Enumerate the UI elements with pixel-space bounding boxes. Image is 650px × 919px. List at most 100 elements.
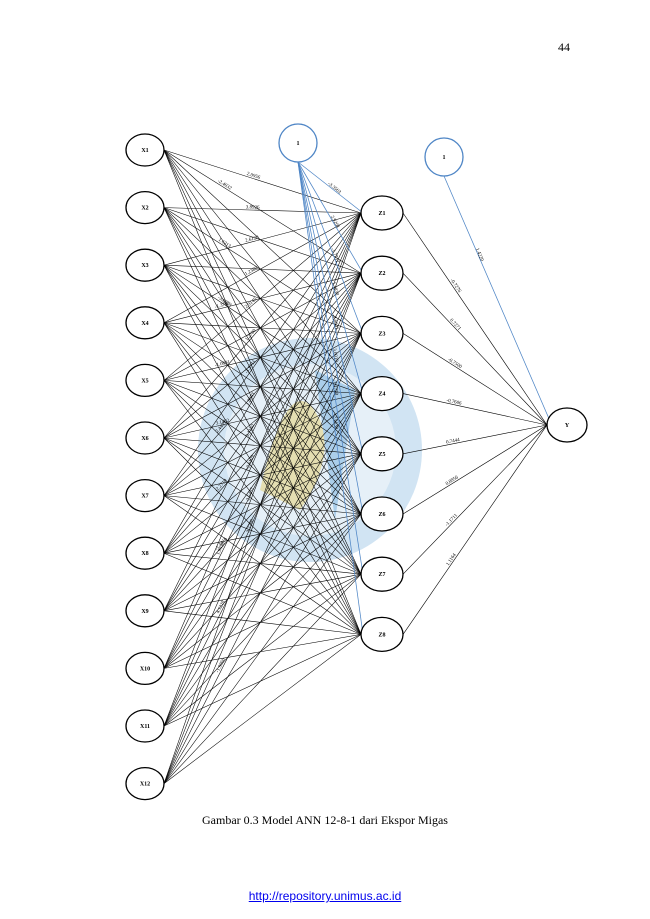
input-hidden-edge bbox=[163, 333, 362, 669]
input-hidden-edge bbox=[163, 207, 362, 454]
input-node-label: X4 bbox=[141, 321, 148, 327]
bias-hidden-node-label: 1 bbox=[297, 141, 300, 147]
hidden-node bbox=[360, 315, 404, 352]
input-weight-label: 3.8926 bbox=[246, 205, 260, 210]
bias-hidden-edge bbox=[297, 161, 364, 454]
input-weight-label: 3.1150 bbox=[246, 423, 257, 438]
input-hidden-edge bbox=[163, 265, 362, 515]
input-hidden-edge bbox=[163, 273, 362, 727]
input-node bbox=[125, 709, 165, 743]
hidden-node-label: Z8 bbox=[378, 632, 385, 638]
input-hidden-edge bbox=[163, 513, 362, 612]
input-hidden-edge bbox=[163, 212, 362, 439]
input-weight-label: 2.5402 bbox=[246, 487, 256, 502]
hidden-output-weight-label: -1.1711 bbox=[445, 513, 460, 528]
hidden-output-edge bbox=[402, 212, 548, 426]
input-hidden-edge bbox=[163, 265, 362, 575]
hidden-node bbox=[360, 496, 404, 532]
bias-hidden-edge bbox=[297, 161, 364, 214]
bias-hidden-edge bbox=[297, 161, 364, 394]
bias-weight-label: -3.3563 bbox=[326, 182, 342, 196]
input-hidden-edge bbox=[163, 322, 362, 455]
input-hidden-edge bbox=[163, 273, 362, 496]
hidden-node bbox=[360, 616, 404, 653]
bias-output-node bbox=[424, 137, 464, 177]
input-hidden-edge bbox=[163, 207, 362, 515]
input-node-label: X9 bbox=[141, 609, 148, 615]
input-hidden-edge bbox=[163, 273, 362, 554]
hidden-output-edge bbox=[402, 272, 548, 426]
hidden-node-label: Z7 bbox=[378, 572, 385, 578]
hidden-output-edge bbox=[402, 424, 548, 515]
figure-caption: Gambar 0.3 Model ANN 12-8-1 dari Ekspor … bbox=[202, 813, 448, 827]
input-hidden-edge bbox=[163, 212, 362, 669]
repository-link[interactable]: http://repository.unimus.ac.id bbox=[248, 889, 402, 903]
hidden-node-label: Z6 bbox=[378, 512, 385, 518]
bias-hidden-edge bbox=[297, 161, 364, 274]
input-hidden-edge bbox=[163, 634, 362, 669]
input-hidden-edge bbox=[163, 513, 362, 727]
input-node-label: X2 bbox=[141, 206, 148, 212]
input-hidden-edge bbox=[163, 393, 362, 669]
input-hidden-edge bbox=[163, 149, 362, 454]
input-node bbox=[125, 248, 165, 282]
input-hidden-edge bbox=[163, 573, 362, 612]
input-hidden-edge bbox=[163, 333, 362, 439]
bias-hidden-edge bbox=[297, 161, 364, 515]
input-hidden-edge bbox=[163, 212, 362, 611]
input-hidden-edge bbox=[163, 273, 362, 611]
hidden-output-edge bbox=[402, 424, 548, 455]
input-hidden-edge bbox=[163, 149, 362, 515]
hidden-node-label: Z1 bbox=[378, 211, 385, 217]
input-hidden-edge bbox=[163, 264, 362, 274]
input-hidden-edge bbox=[163, 207, 362, 214]
input-node bbox=[125, 421, 165, 455]
input-hidden-edge bbox=[163, 634, 362, 727]
input-hidden-edge bbox=[163, 273, 362, 669]
input-hidden-edge bbox=[163, 437, 362, 575]
input-hidden-edge bbox=[163, 393, 362, 784]
input-node bbox=[125, 133, 165, 167]
hidden-output-edge bbox=[402, 393, 548, 426]
input-node-label: X6 bbox=[141, 436, 148, 442]
input-hidden-edge bbox=[163, 495, 362, 515]
bias-weight-label: -2.6041 bbox=[331, 314, 339, 331]
input-hidden-edge bbox=[163, 453, 362, 554]
input-hidden-edge bbox=[163, 149, 362, 334]
bias-weight-label: 1.1720 bbox=[331, 381, 338, 396]
bias-hidden-edge bbox=[297, 161, 364, 575]
input-hidden-edge bbox=[163, 212, 362, 784]
input-hidden-edge bbox=[163, 574, 362, 784]
hidden-node bbox=[360, 375, 404, 412]
input-hidden-edge bbox=[163, 333, 362, 554]
input-hidden-edge bbox=[163, 322, 362, 334]
input-hidden-edge bbox=[163, 393, 362, 496]
hidden-output-weight-label: -0.7606 bbox=[446, 399, 463, 407]
input-hidden-edge bbox=[163, 437, 362, 515]
input-node bbox=[125, 651, 165, 686]
hidden-output-edges bbox=[402, 175, 551, 635]
input-hidden-edge bbox=[163, 495, 362, 575]
input-hidden-edge bbox=[163, 273, 362, 784]
hidden-node-label: Z4 bbox=[378, 392, 385, 398]
input-weight-label: 4.1228 bbox=[216, 600, 227, 615]
input-weight-label: 1.9036 bbox=[216, 541, 227, 556]
input-hidden-edge bbox=[163, 552, 362, 635]
input-node-label: X12 bbox=[140, 782, 150, 788]
input-hidden-edge bbox=[163, 333, 362, 381]
hidden-output-edge bbox=[402, 424, 548, 575]
input-weight-label: 2.9145 bbox=[244, 297, 258, 310]
input-node-label: X7 bbox=[141, 494, 148, 500]
input-hidden-edge bbox=[163, 393, 362, 727]
input-node-label: X3 bbox=[141, 263, 148, 269]
input-hidden-edge bbox=[163, 380, 362, 635]
bias-weight-label: 3.0019 bbox=[331, 348, 338, 363]
input-weight-label: 3.1402 bbox=[215, 419, 230, 427]
input-hidden-edge bbox=[163, 333, 362, 784]
bias-hidden-edge bbox=[297, 161, 364, 334]
input-weight-label: 1.2389 bbox=[244, 266, 259, 277]
input-hidden-edge bbox=[163, 380, 362, 394]
input-hidden-edge bbox=[163, 265, 362, 635]
input-hidden-edge bbox=[163, 207, 362, 394]
hidden-output-weight-label: -0.7276 bbox=[449, 278, 462, 294]
